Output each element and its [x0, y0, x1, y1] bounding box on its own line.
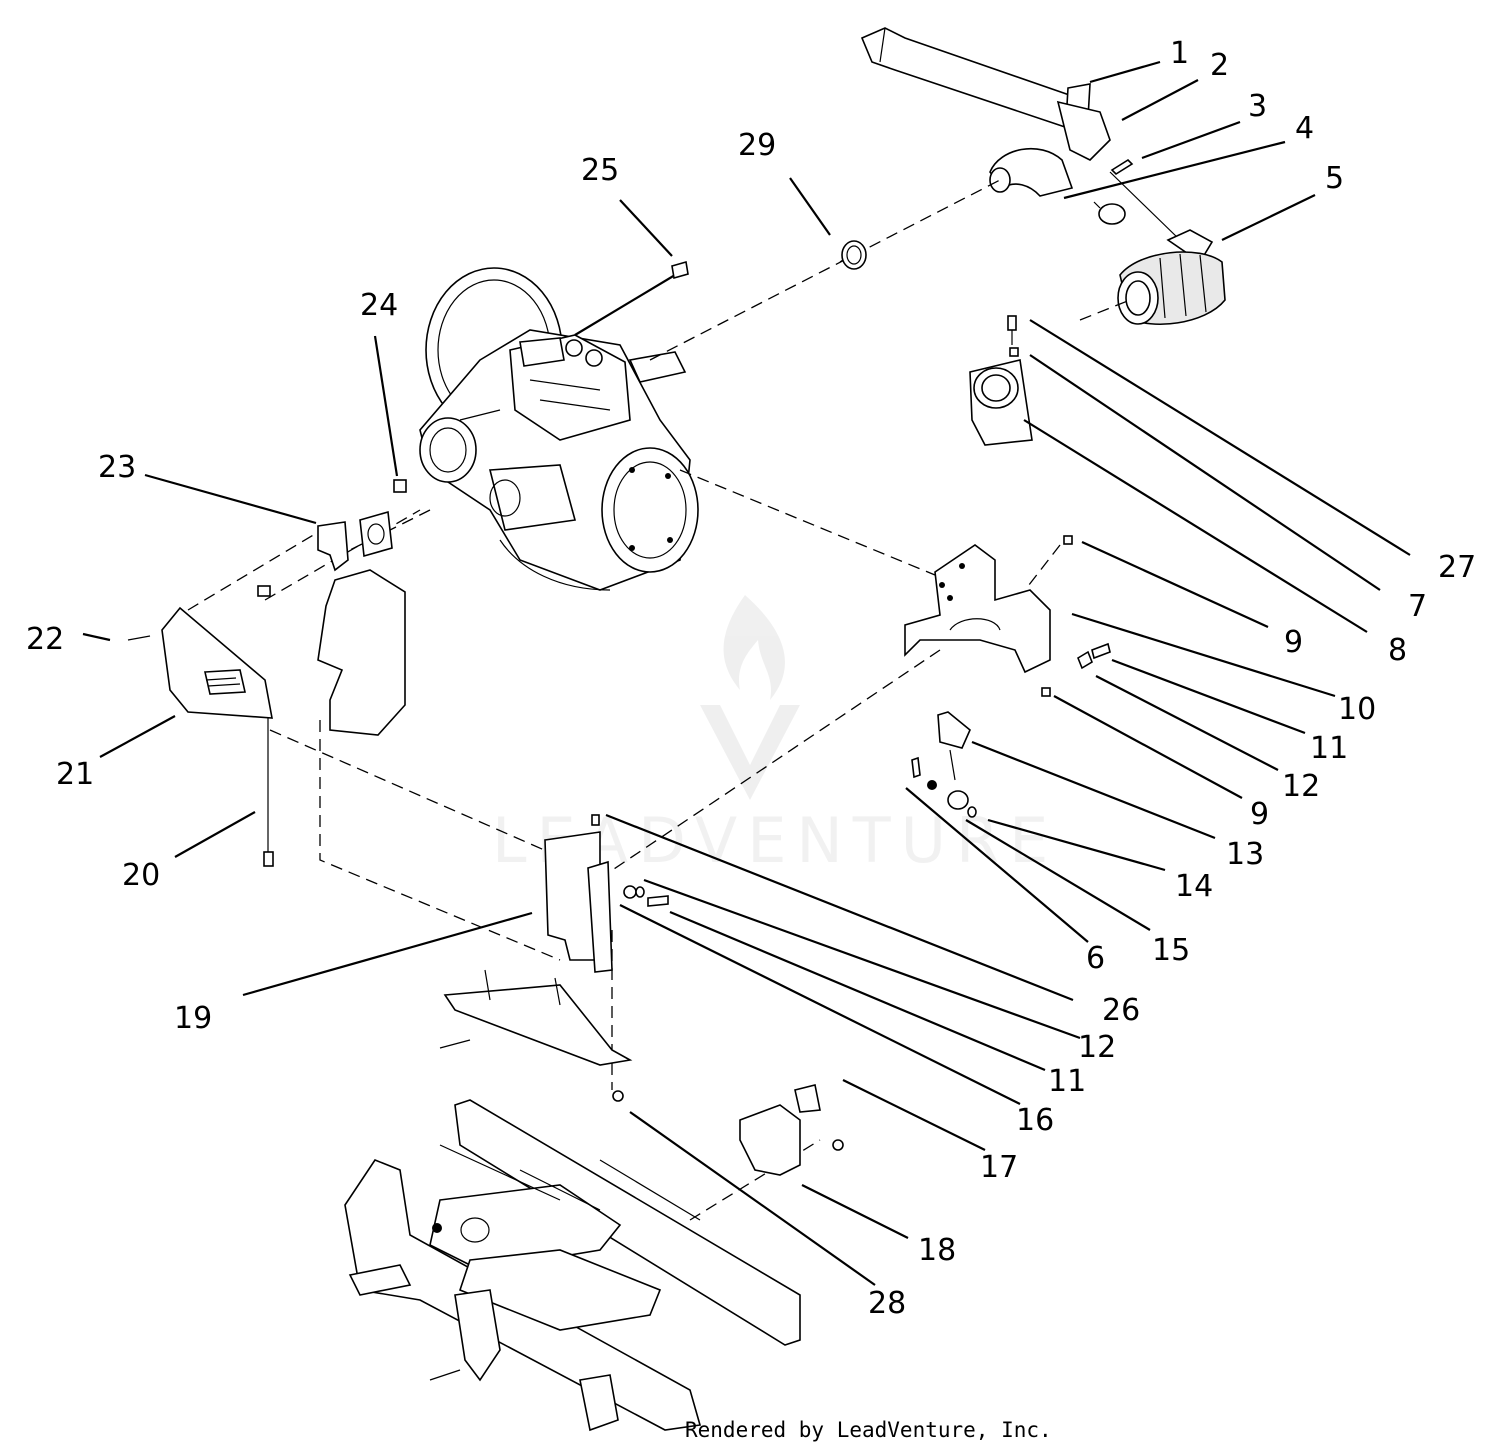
callout-20: 20 [122, 858, 160, 893]
callout-23: 23 [98, 450, 136, 485]
side-panel [544, 831, 613, 973]
intake-tube [860, 27, 1111, 161]
callout-11a: 11 [1310, 731, 1348, 766]
callout-22: 22 [26, 622, 64, 657]
air-cleaner-bracket [969, 359, 1033, 446]
callout-3: 3 [1248, 89, 1267, 124]
muffler [317, 521, 406, 736]
callout-7: 7 [1408, 589, 1427, 624]
air-cleaner [1117, 229, 1226, 326]
heat-shield [161, 606, 273, 719]
callout-21: 21 [56, 757, 94, 792]
cross-bracket [443, 969, 633, 1066]
callout-9b: 9 [1250, 797, 1269, 832]
callout-12a: 12 [1282, 769, 1320, 804]
callout-13: 13 [1226, 837, 1264, 872]
callout-5: 5 [1325, 161, 1344, 196]
callout-14: 14 [1175, 869, 1213, 904]
bracket-13 [937, 711, 971, 781]
callout-27: 27 [1438, 550, 1476, 585]
engine-mount-bracket [904, 544, 1051, 674]
callout-26: 26 [1102, 993, 1140, 1028]
callout-29: 29 [738, 128, 776, 163]
callout-18: 18 [918, 1233, 956, 1268]
callout-4: 4 [1295, 111, 1314, 146]
engine [419, 267, 699, 591]
callout-11b: 11 [1048, 1064, 1086, 1099]
intake-elbow [989, 147, 1074, 197]
callout-12b: 12 [1078, 1030, 1116, 1065]
callout-25: 25 [581, 153, 619, 188]
callout-9a: 9 [1284, 625, 1303, 660]
callout-19: 19 [174, 1001, 212, 1036]
callout-17: 17 [980, 1150, 1018, 1185]
callout-2: 2 [1210, 48, 1229, 83]
hardware-14-15 [927, 780, 977, 818]
callout-24: 24 [360, 288, 398, 323]
hose-clamp-upper [1093, 201, 1126, 225]
leader-lines [82, 60, 1411, 1286]
callout-28: 28 [868, 1286, 906, 1321]
bracket-17 [739, 1084, 821, 1176]
callouts: 1 2 3 4 5 6 7 8 9 9 10 11 11 12 12 13 14… [26, 36, 1476, 1321]
callout-10: 10 [1338, 692, 1376, 727]
render-credit: Rendered by LeadVenture, Inc. [685, 1418, 1052, 1442]
callout-6: 6 [1086, 941, 1105, 976]
exhaust-gasket [359, 510, 393, 558]
callout-15: 15 [1152, 933, 1190, 968]
spring-pin [1110, 158, 1134, 176]
callout-8: 8 [1388, 633, 1407, 668]
callout-16: 16 [1016, 1103, 1054, 1138]
callout-1: 1 [1170, 36, 1189, 71]
tractor-frame [344, 1099, 801, 1432]
